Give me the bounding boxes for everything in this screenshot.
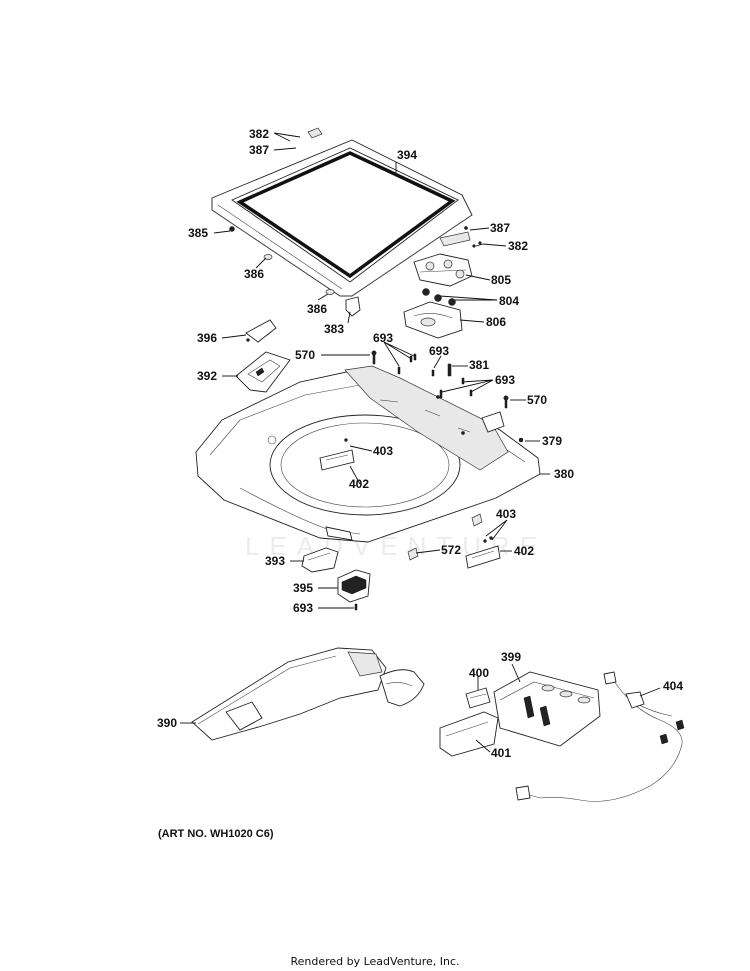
lid-lock-seals-804 [422,288,456,306]
bracket-570 [481,411,505,433]
footer-credit: Rendered by LeadVenture, Inc. [290,955,460,968]
hinge-hardware [229,226,482,317]
callout-570: 570 [527,393,547,407]
callout-403: 403 [496,507,516,521]
knob-bezel-392 [235,351,291,393]
callout-labels: 382 387 394 385 386 387 382 805 804 386 … [157,127,683,760]
callout-402: 402 [514,544,534,558]
callout-385: 385 [188,226,208,240]
callout-570: 570 [295,348,315,362]
callout-387: 387 [249,143,269,157]
callout-379: 379 [542,434,562,448]
dispenser-housing-399 [493,671,601,747]
callout-392: 392 [197,369,217,383]
callout-386: 386 [307,302,327,316]
callout-386: 386 [244,267,264,281]
lid-part-394 [211,127,473,297]
callout-806: 806 [486,315,506,329]
callout-400: 400 [469,666,489,680]
callout-804: 804 [499,294,519,308]
hinge-402-right [465,536,501,569]
clip-572 [407,513,483,561]
bezel-393 [301,547,339,573]
lid-lock-805 [413,253,473,287]
knob-part-396 [245,319,277,343]
art-number-label: (ART NO. WH1020 C6) [158,828,274,840]
callout-403: 403 [373,444,393,458]
leader-lines [180,132,661,753]
callout-693: 693 [495,373,515,387]
dispenser-hose-390 [191,647,425,741]
callout-693: 693 [373,331,393,345]
callout-390: 390 [157,716,177,730]
callout-382: 382 [249,127,269,141]
callout-404: 404 [663,679,683,693]
callout-693: 693 [293,601,313,615]
callout-393: 393 [265,554,285,568]
drawer-401 [439,711,499,757]
wire-harness-404 [515,671,685,802]
callout-402: 402 [349,477,369,491]
callout-572: 572 [441,543,461,557]
top-panel-380 [195,365,541,543]
callout-395: 395 [293,581,313,595]
callout-394: 394 [397,148,417,162]
callout-383: 383 [324,322,344,336]
callout-401: 401 [491,746,511,760]
dispenser-cup-400 [465,687,491,709]
switch-395 [337,569,371,603]
callout-382: 382 [508,239,528,253]
watermark-text: LEADVENTURE [245,531,547,561]
callout-396: 396 [197,331,217,345]
callout-805: 805 [491,273,511,287]
callout-380: 380 [554,467,574,481]
callout-693: 693 [429,344,449,358]
hinge-402-left [319,438,355,471]
callout-381: 381 [469,358,489,372]
screws-693 [354,350,524,611]
lid-lock-base-806 [403,301,463,339]
callout-399: 399 [501,650,521,664]
callout-387: 387 [490,221,510,235]
